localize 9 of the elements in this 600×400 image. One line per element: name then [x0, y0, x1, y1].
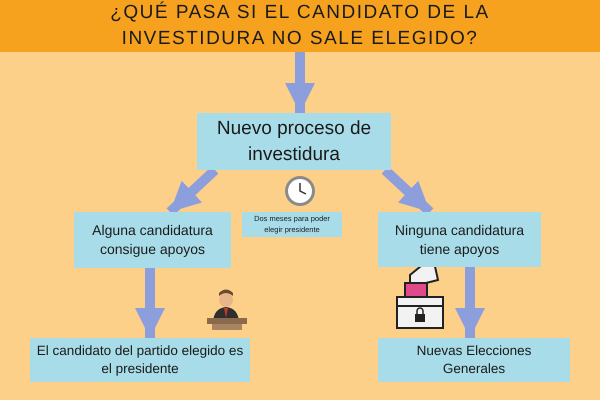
process-box: Alguna candidatura consigue apoyos: [74, 212, 231, 268]
arrow: [135, 268, 165, 338]
arrow: [285, 52, 315, 113]
process-box: Nuevas Elecciones Generales: [378, 338, 570, 382]
arrow: [455, 267, 485, 338]
process-box: Nuevo proceso de investidura: [197, 113, 391, 170]
process-box: Ninguna candidatura tiene apoyos: [378, 212, 541, 267]
process-box: El candidato del partido elegido es el presidente: [30, 338, 250, 382]
title-banner: ¿QUÉ PASA SI EL CANDIDATO DE LA INVESTIDURA NO SALE ELEGIDO?: [0, 0, 600, 52]
